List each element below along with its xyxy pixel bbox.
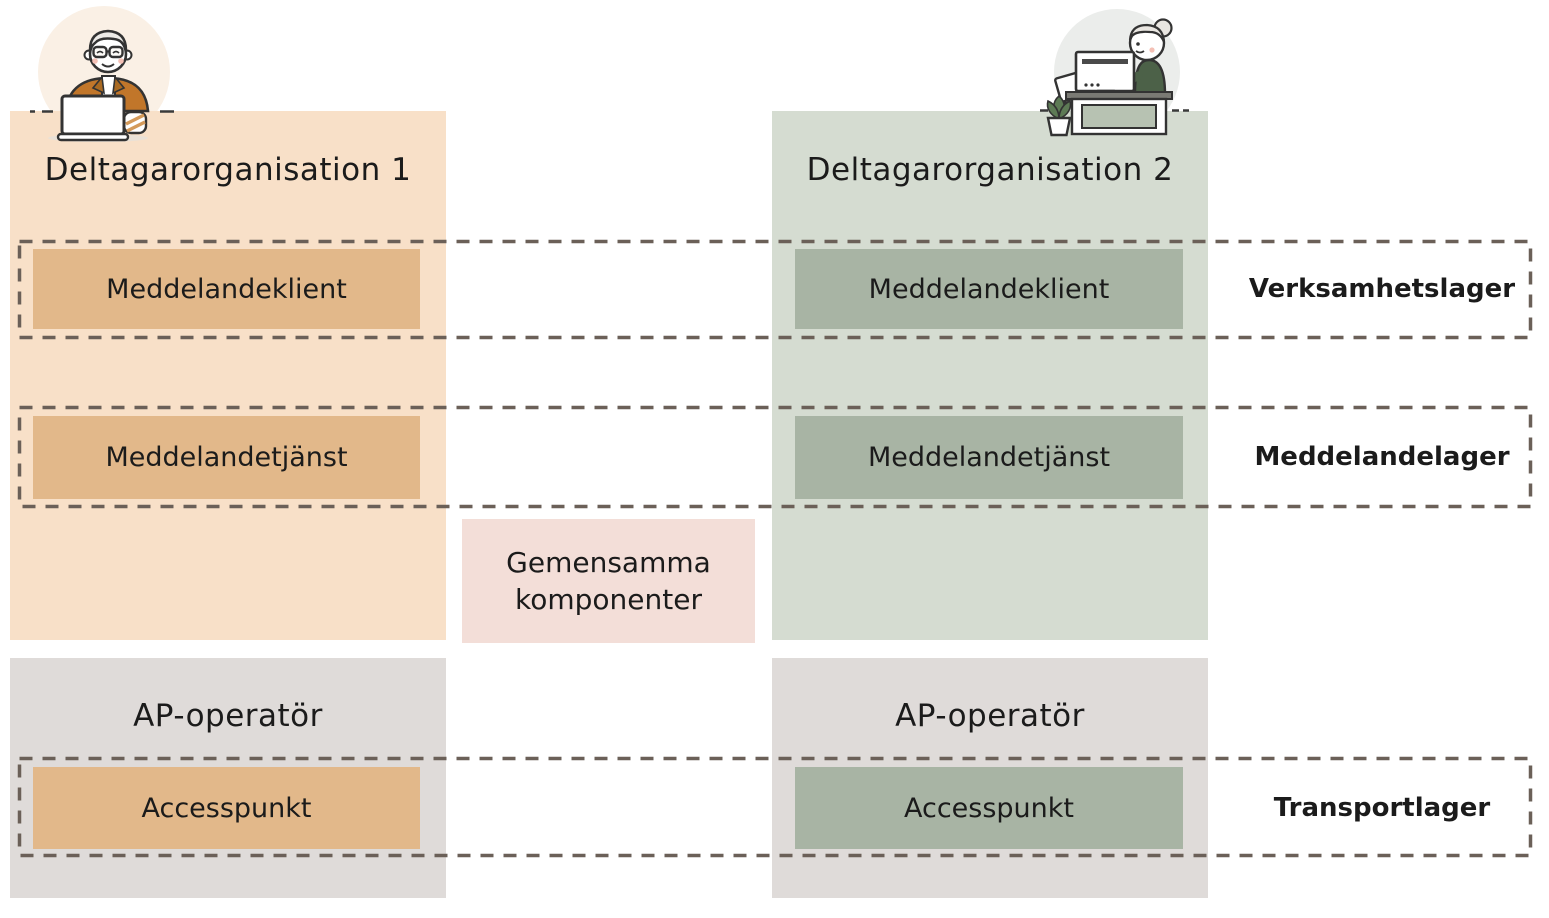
- desk-inset: [1081, 104, 1157, 129]
- hair: [88, 29, 128, 53]
- operator2-title: AP-operatör: [895, 698, 1085, 734]
- blush: [1149, 47, 1155, 53]
- gemensamma-komponenter-label: Gemensamma komponenter: [506, 546, 711, 616]
- operator1-title: AP-operatör: [133, 698, 323, 734]
- org2-meddelandetjanst-box: Meddelandetjänst: [795, 416, 1183, 499]
- org1-title: Deltagarorganisation 1: [44, 152, 412, 188]
- monitor-dot: [1084, 83, 1088, 87]
- collar-right: [112, 75, 126, 95]
- monitor-dot: [1096, 83, 1100, 87]
- smile: [101, 63, 115, 68]
- gemensamma-komponenter-box: Gemensamma komponenter: [462, 519, 755, 643]
- transportlager-label: Transportlager: [1273, 793, 1491, 823]
- org1-meddelandetjanst-box: Meddelandetjänst: [33, 416, 420, 499]
- operator2-accesspunkt-box: Accesspunkt: [795, 767, 1183, 849]
- woman-at-desk-icon: [1040, 9, 1189, 137]
- meddelandelager-label: Meddelandelager: [1254, 442, 1510, 472]
- collar-left: [91, 75, 105, 95]
- org2-meddelandeklient-box: Meddelandeklient: [795, 249, 1183, 329]
- eye: [1136, 42, 1140, 46]
- org2-title: Deltagarorganisation 2: [806, 152, 1174, 188]
- org2-meddelandetjanst-label: Meddelandetjänst: [867, 442, 1111, 473]
- plant-pot: [1046, 116, 1072, 137]
- laptop-base: [56, 132, 130, 142]
- hair: [1128, 23, 1166, 43]
- operator1-accesspunkt-label: Accesspunkt: [141, 792, 312, 824]
- operator1-accesspunkt-box: Accesspunkt: [33, 767, 420, 849]
- plant-leaf: [1046, 99, 1060, 120]
- smile: [1135, 50, 1145, 54]
- monitor-dot: [1090, 83, 1094, 87]
- org1-meddelandeklient-box: Meddelandeklient: [33, 249, 420, 329]
- monitor-strip: [1082, 59, 1128, 64]
- man-at-laptop-icon: [30, 6, 174, 142]
- org1-panel: [10, 111, 446, 640]
- org2-panel: [772, 111, 1208, 640]
- eyes: [96, 50, 120, 54]
- blush-right: [118, 58, 124, 64]
- plant-leaf: [1058, 99, 1072, 120]
- mug-stripes: [125, 113, 146, 133]
- org2-meddelandeklient-label: Meddelandeklient: [868, 273, 1110, 305]
- operator2-accesspunkt-label: Accesspunkt: [903, 792, 1074, 824]
- org1-meddelandeklient-label: Meddelandeklient: [106, 273, 347, 305]
- org1-meddelandetjanst-label: Meddelandetjänst: [105, 442, 348, 473]
- laptop-screen: [60, 94, 126, 136]
- blush-left: [92, 58, 98, 64]
- verksamhetslager-label: Verksamhetslager: [1248, 274, 1516, 304]
